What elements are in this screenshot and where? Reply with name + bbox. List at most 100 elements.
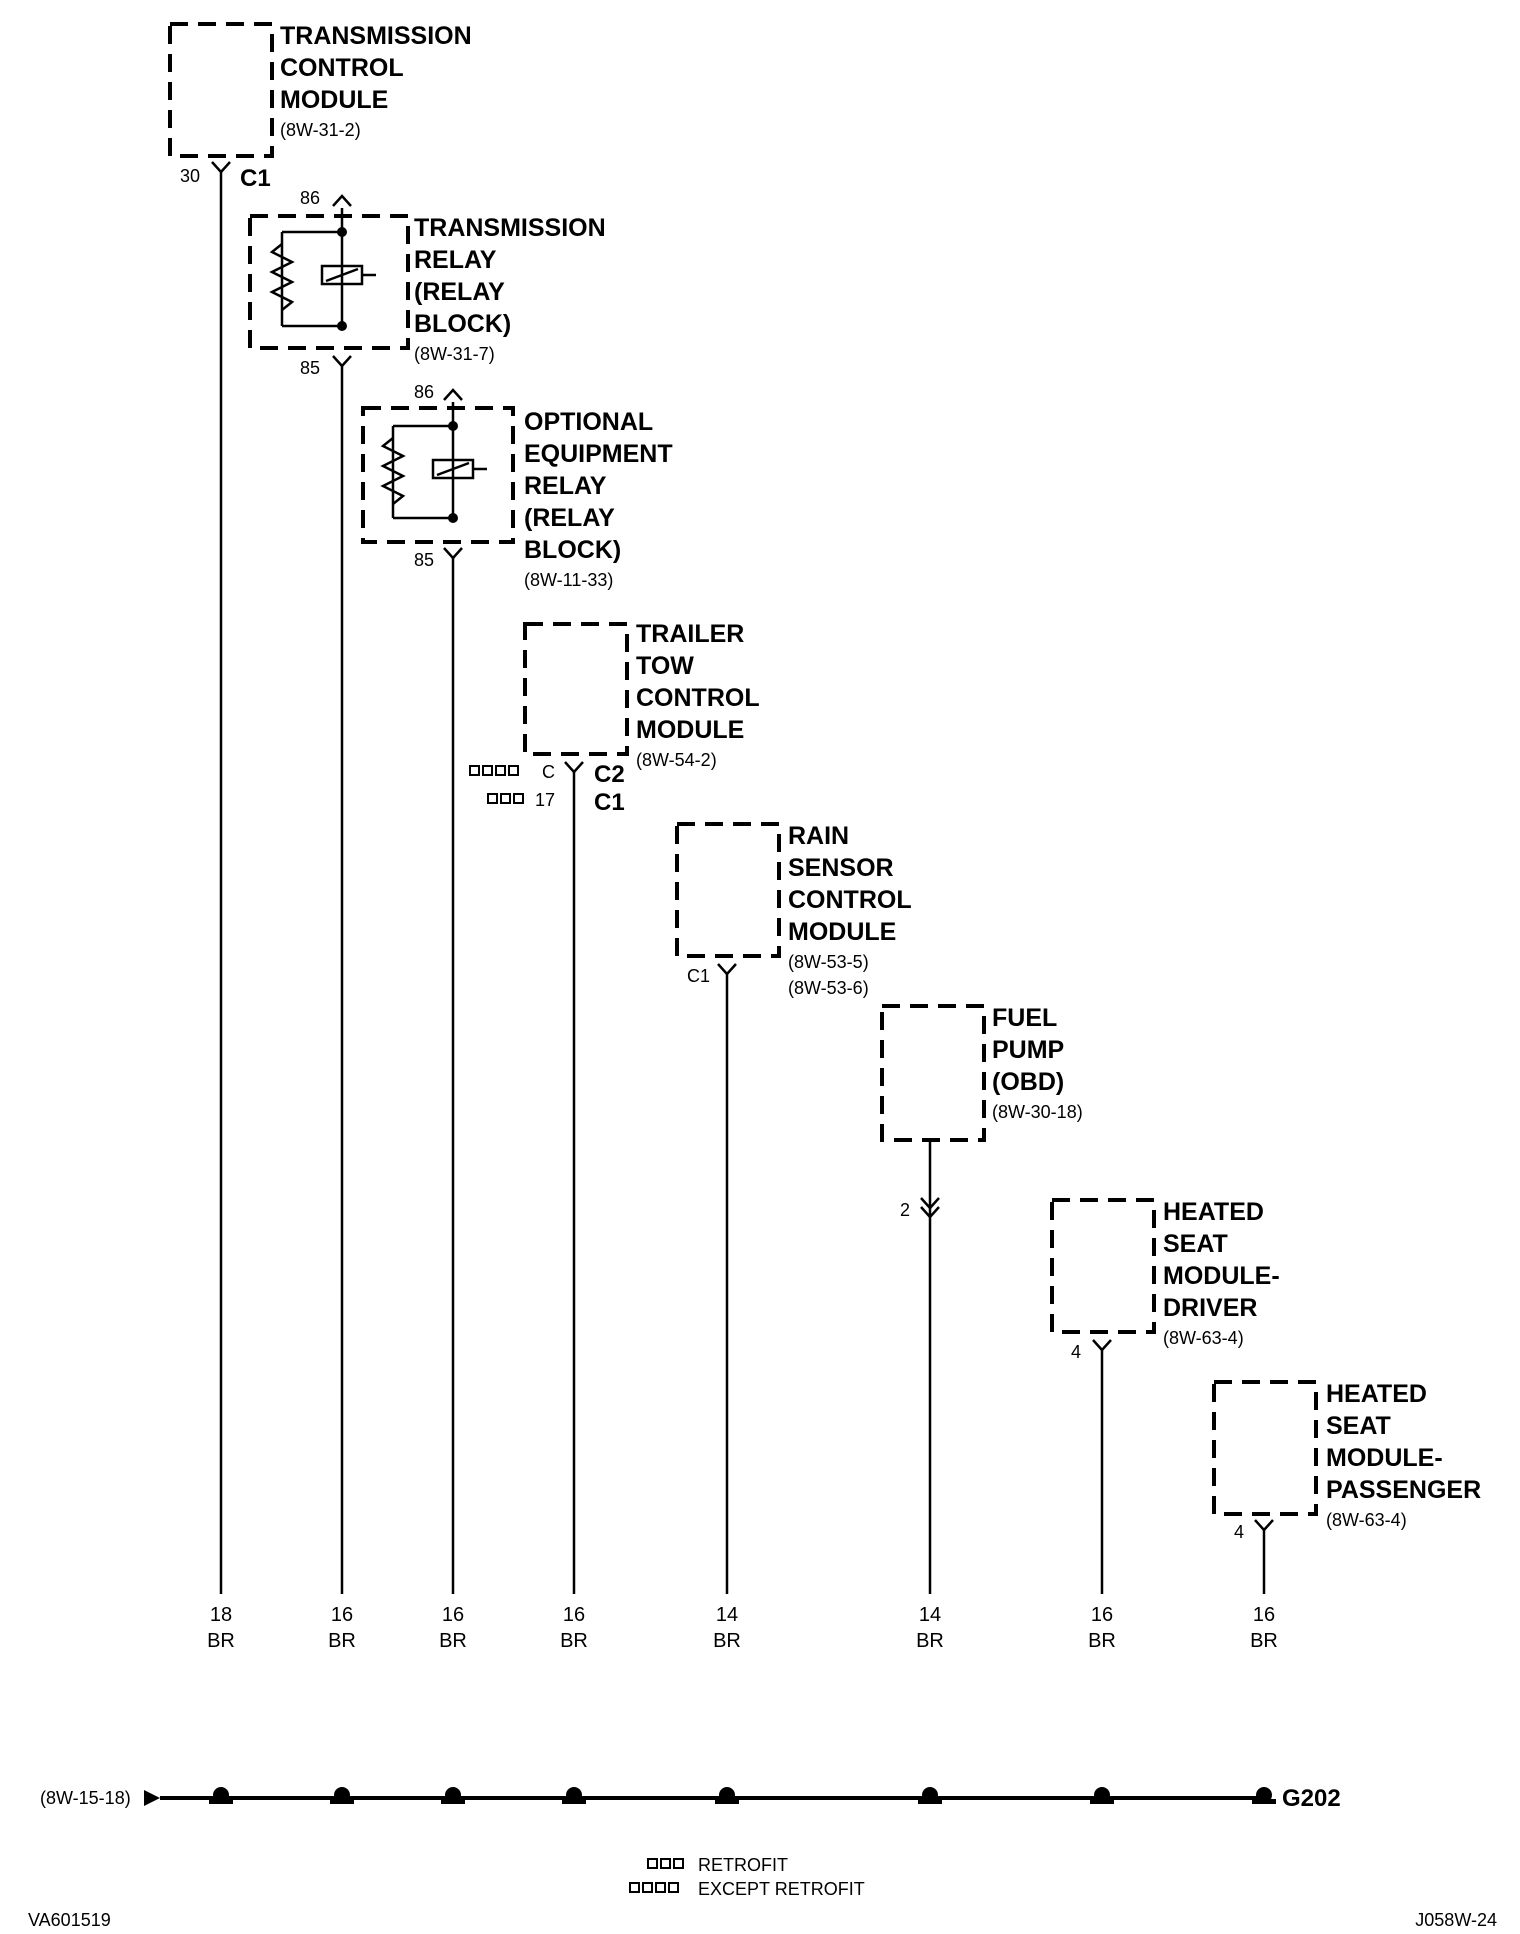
trailer-ref: (8W-54-2) <box>636 750 717 770</box>
heated-seat-module-driver: HEATED SEAT MODULE- DRIVER (8W-63-4) 4 <box>1050 1198 1280 1362</box>
wire-7-color: BR <box>1088 1630 1116 1652</box>
rain-connector: C1 <box>687 966 710 986</box>
trailer-pin-c: C <box>542 762 555 782</box>
splice-point <box>209 1787 233 1804</box>
hsp-ref: (8W-63-4) <box>1326 1510 1407 1530</box>
trailer-pin-symbol <box>564 761 584 774</box>
ground-label-g202: G202 <box>1282 1785 1341 1812</box>
legend-retrofit: RETROFIT <box>698 1855 788 1875</box>
hsd-pin-symbol <box>1092 1339 1112 1352</box>
opt-relay-pin-85: 85 <box>414 550 434 570</box>
splice-point <box>918 1787 942 1804</box>
fuel-title-line-1: FUEL <box>992 1004 1057 1032</box>
hsp-title-line-4: PASSENGER <box>1326 1476 1481 1504</box>
trailer-pin-17: 17 <box>535 790 555 810</box>
fuel-pump-obd: FUEL PUMP (OBD) (8W-30-18) 2 <box>880 1004 1083 1220</box>
trans-relay-ref: (8W-31-7) <box>414 344 495 364</box>
wire-6-color: BR <box>916 1630 944 1652</box>
wire-8-gauge: 16 <box>1253 1604 1275 1626</box>
wire-1-gauge: 18 <box>210 1604 232 1626</box>
splice-point <box>1252 1787 1276 1804</box>
footer-left-code: VA601519 <box>28 1910 111 1930</box>
tcm-title-line-3: MODULE <box>280 86 388 114</box>
splice-points <box>209 1787 1276 1804</box>
opt-relay-title-line-1: OPTIONAL <box>524 408 653 436</box>
footer-right-code: J058W-24 <box>1415 1910 1497 1930</box>
tcm-pin-symbol <box>211 161 231 174</box>
wire-3-color: BR <box>439 1630 467 1652</box>
heated-seat-module-passenger: HEATED SEAT MODULE- PASSENGER (8W-63-4) … <box>1212 1380 1481 1542</box>
opt-relay-top-pin-symbol <box>443 388 463 401</box>
splice-point <box>441 1787 465 1804</box>
tcm-pin-number: 30 <box>180 166 200 186</box>
tcm-connector: C1 <box>240 165 271 192</box>
trailer-connector-c1: C1 <box>594 789 625 816</box>
legend-except-retrofit: EXCEPT RETROFIT <box>698 1879 865 1899</box>
hsp-title-line-2: SEAT <box>1326 1412 1391 1440</box>
trailer-connector-c2: C2 <box>594 761 625 788</box>
wire-6-gauge: 14 <box>919 1604 941 1626</box>
transmission-control-module: TRANSMISSION CONTROL MODULE (8W-31-2) 30… <box>168 22 472 192</box>
wire-5-gauge: 14 <box>716 1604 738 1626</box>
rain-ref-2: (8W-53-6) <box>788 978 869 998</box>
retrofit-marker <box>487 793 524 804</box>
trans-relay-title-line-3: (RELAY <box>414 278 505 306</box>
trailer-tow-control-module: TRAILER TOW CONTROL MODULE (8W-54-2) C 1… <box>469 620 760 816</box>
rain-title-line-1: RAIN <box>788 822 849 850</box>
hsd-title-line-3: MODULE- <box>1163 1262 1280 1290</box>
wires <box>219 172 1266 1594</box>
rain-pin-symbol <box>717 963 737 976</box>
splice-point <box>715 1787 739 1804</box>
opt-relay-title-line-2: EQUIPMENT <box>524 440 673 468</box>
hsp-pin-symbol <box>1254 1519 1274 1532</box>
ground-source-ref: (8W-15-18) <box>40 1788 131 1808</box>
trailer-title-line-3: CONTROL <box>636 684 760 712</box>
hsd-title-line-4: DRIVER <box>1163 1294 1257 1322</box>
wire-8-color: BR <box>1250 1630 1278 1652</box>
trans-relay-pin-85: 85 <box>300 358 320 378</box>
opt-relay-ref: (8W-11-33) <box>524 570 613 590</box>
splice-point <box>330 1787 354 1804</box>
ground-source-arrow <box>144 1790 160 1806</box>
trailer-title-line-1: TRAILER <box>636 620 744 648</box>
trans-relay-bottom-pin-symbol <box>332 355 352 368</box>
opt-relay-bottom-pin-symbol <box>443 547 463 560</box>
wire-3-gauge: 16 <box>442 1604 464 1626</box>
legend-except-retrofit-marker <box>629 1882 679 1893</box>
trailer-title-line-4: MODULE <box>636 716 744 744</box>
hsd-title-line-2: SEAT <box>1163 1230 1228 1258</box>
wire-labels: 18 BR 16 BR 16 BR 16 BR 14 BR 14 BR 16 B… <box>207 1604 1278 1652</box>
splice-point <box>1090 1787 1114 1804</box>
hsp-title-line-3: MODULE- <box>1326 1444 1443 1472</box>
opt-relay-title-line-3: RELAY <box>524 472 607 500</box>
wire-1-color: BR <box>207 1630 235 1652</box>
hsp-title-line-1: HEATED <box>1326 1380 1427 1408</box>
rain-ref-1: (8W-53-5) <box>788 952 869 972</box>
fuel-title-line-2: PUMP <box>992 1036 1064 1064</box>
except-retrofit-marker <box>469 765 519 776</box>
fuel-title-line-3: (OBD) <box>992 1068 1064 1096</box>
opt-relay-title-line-4: (RELAY <box>524 504 615 532</box>
trans-relay-top-pin-symbol <box>332 194 352 207</box>
wire-2-color: BR <box>328 1630 356 1652</box>
optional-equipment-relay: 86 85 OPTIONAL EQUIPMENT RELAY (RELAY BL… <box>361 382 673 590</box>
hsd-title-line-1: HEATED <box>1163 1198 1264 1226</box>
hsd-pin-number: 4 <box>1071 1342 1081 1362</box>
wire-5-color: BR <box>713 1630 741 1652</box>
trans-relay-resistor <box>269 243 295 311</box>
trailer-title-line-2: TOW <box>636 652 694 680</box>
trans-relay-title-line-4: BLOCK) <box>414 310 511 338</box>
legend-retrofit-marker <box>647 1858 684 1869</box>
rain-title-line-4: MODULE <box>788 918 896 946</box>
trans-relay-title-line-1: TRANSMISSION <box>414 214 606 242</box>
trans-relay-pin-86: 86 <box>300 188 320 208</box>
transmission-relay: 86 85 TRANSMISSION RELAY (RELAY BLOCK) (… <box>248 188 606 378</box>
wire-2-gauge: 16 <box>331 1604 353 1626</box>
legend: RETROFIT EXCEPT RETROFIT <box>629 1855 865 1899</box>
wire-4-color: BR <box>560 1630 588 1652</box>
rain-sensor-control-module: RAIN SENSOR CONTROL MODULE (8W-53-5) (8W… <box>675 822 912 998</box>
hsd-ref: (8W-63-4) <box>1163 1328 1244 1348</box>
hsp-pin-number: 4 <box>1234 1522 1244 1542</box>
wire-7-gauge: 16 <box>1091 1604 1113 1626</box>
